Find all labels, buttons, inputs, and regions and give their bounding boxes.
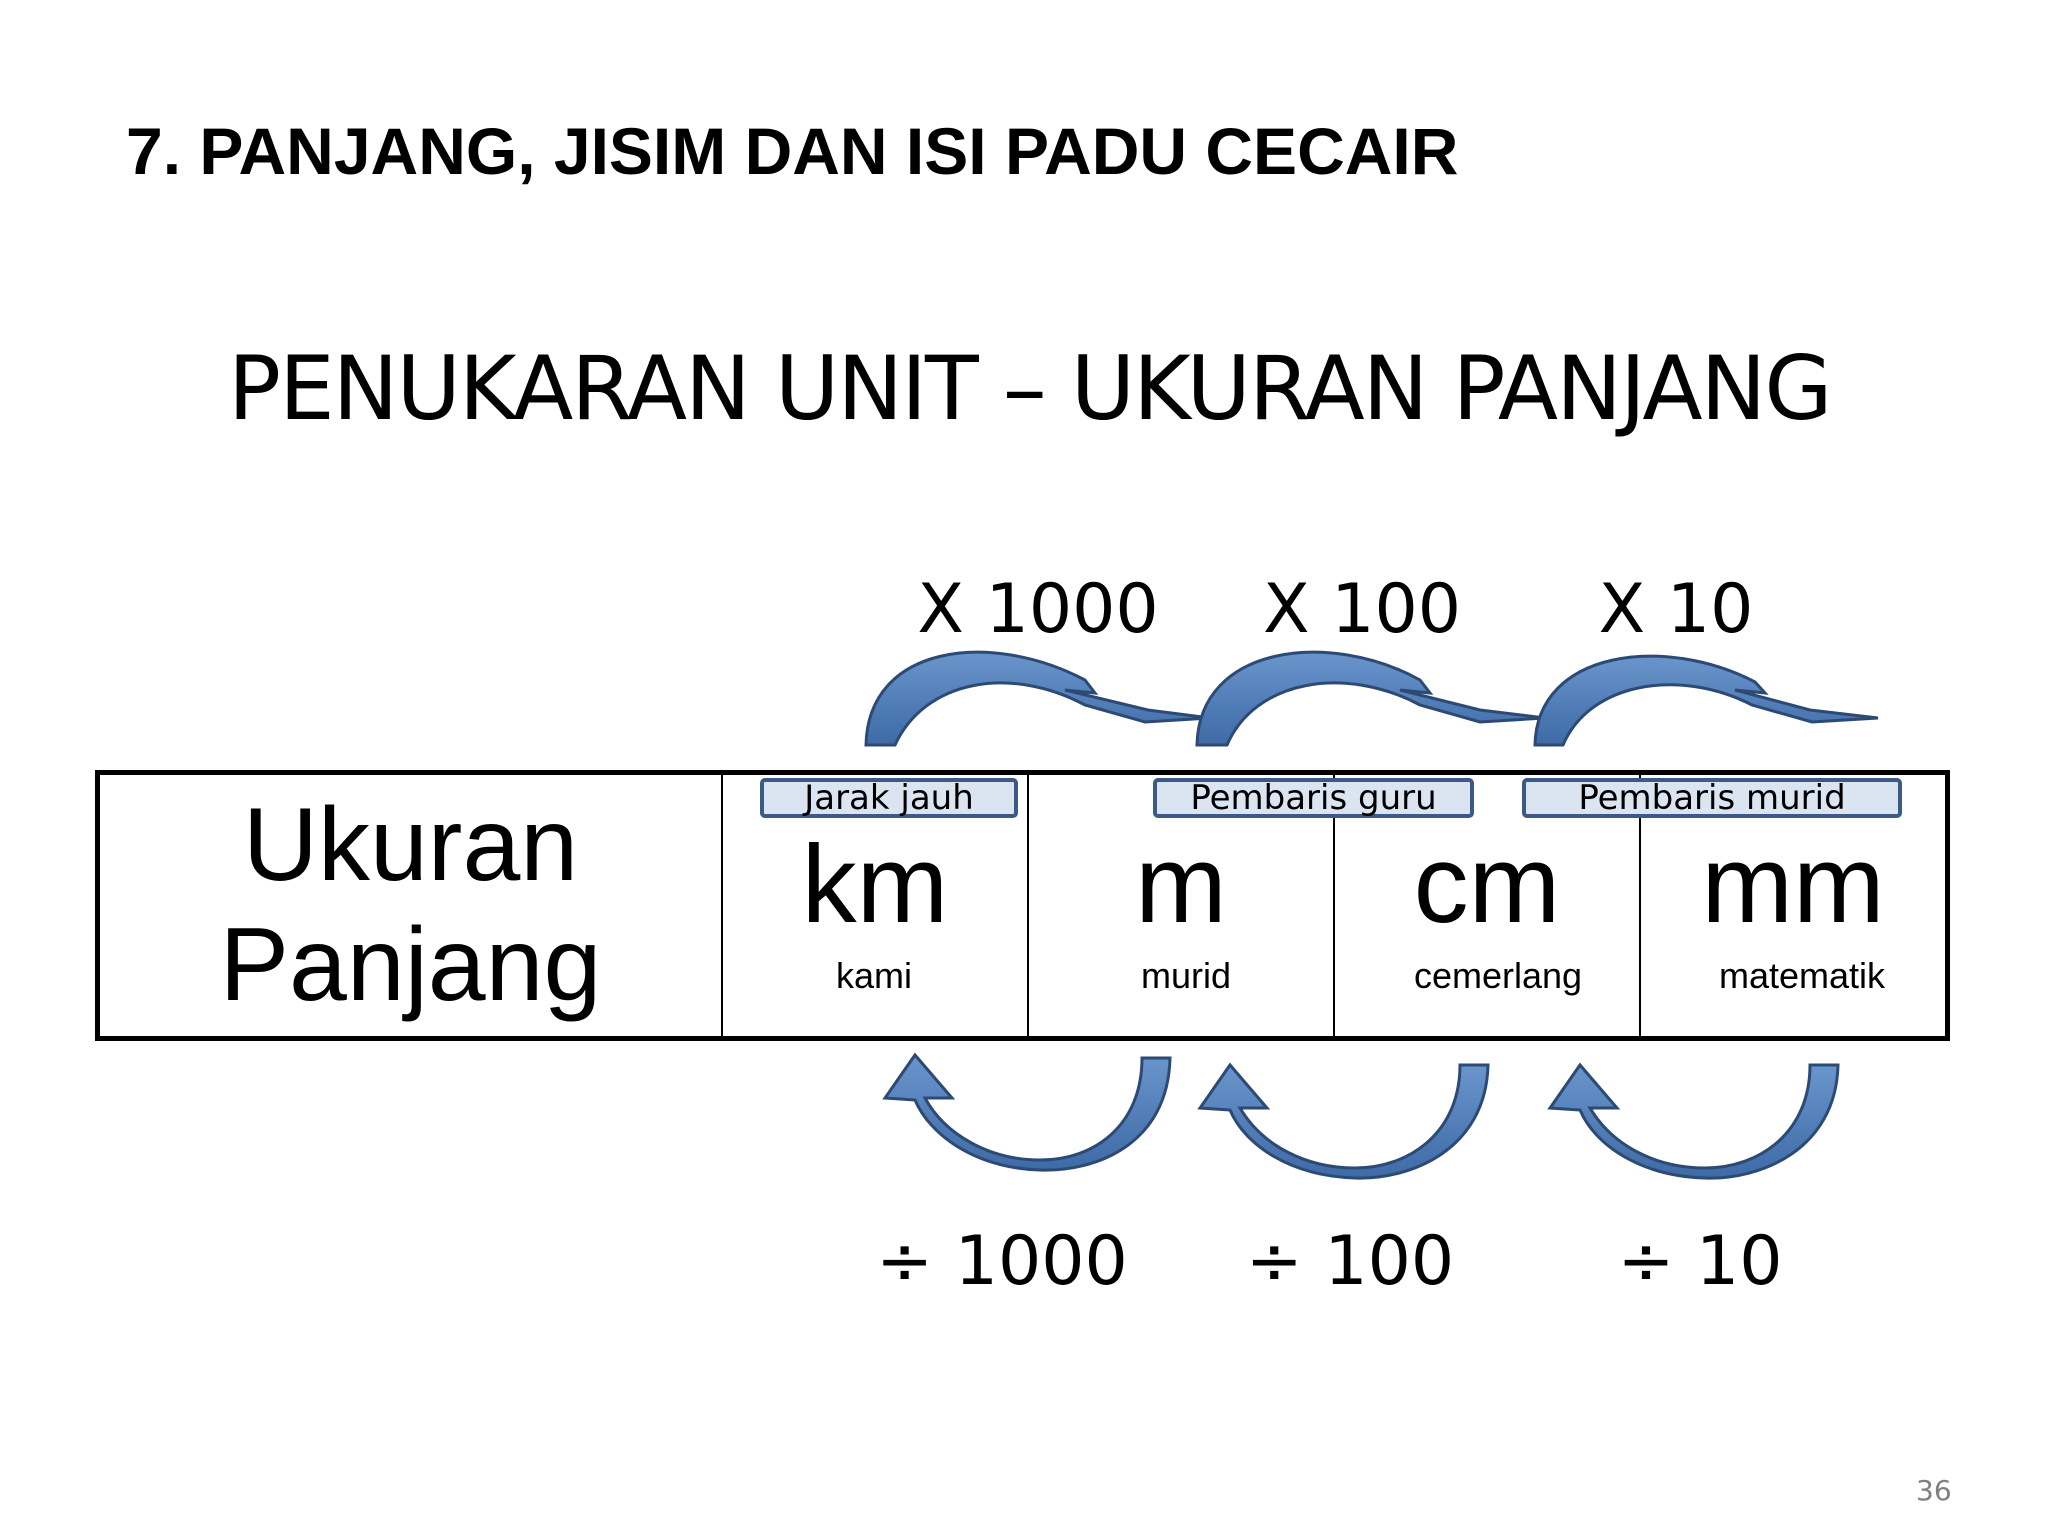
curved-arrow-right-icon xyxy=(1195,650,1546,747)
multiply-label-km-to-m: X 1000 xyxy=(917,570,1159,649)
curved-arrow-left-icon xyxy=(1197,1062,1490,1180)
unit-mnemonic-cm: cemerlang xyxy=(1413,955,1583,996)
header-line-1: Ukuran xyxy=(242,786,579,903)
curved-arrow-left-icon xyxy=(1547,1062,1840,1180)
table-header-text: Ukuran Panjang xyxy=(220,786,602,1025)
unit-cell-m: m xyxy=(1029,775,1335,1036)
curved-arrow-right-icon xyxy=(864,650,1211,747)
curved-arrow-left-icon xyxy=(882,1052,1172,1172)
table-header-cell: Ukuran Panjang xyxy=(100,775,723,1036)
divide-label-mm-to-cm: ÷ 10 xyxy=(1617,1222,1783,1301)
unit-mnemonic-km: kami xyxy=(835,955,912,996)
multiply-label-cm-to-mm: X 10 xyxy=(1598,570,1754,649)
slide-title: PENUKARAN UNIT – UKURAN PANJANG xyxy=(228,337,1833,440)
multiply-label-m-to-cm: X 100 xyxy=(1263,570,1461,649)
divide-label-m-to-km: ÷ 1000 xyxy=(876,1222,1128,1301)
page-number: 36 xyxy=(1916,1474,1952,1507)
tag-pembaris-murid: Pembaris murid xyxy=(1522,778,1902,818)
unit-symbol: cm xyxy=(1413,823,1561,946)
unit-cell-mm: mm xyxy=(1641,775,1945,1036)
divide-label-cm-to-m: ÷ 100 xyxy=(1245,1222,1455,1301)
unit-symbol: km xyxy=(801,823,949,946)
unit-symbol: m xyxy=(1135,823,1227,946)
unit-mnemonic-m: murid xyxy=(1140,955,1232,996)
section-title: 7. PANJANG, JISIM DAN ISI PADU CECAIR xyxy=(126,114,1459,188)
unit-cell-km: km xyxy=(723,775,1029,1036)
tag-jarak-jauh: Jarak jauh xyxy=(760,778,1018,818)
unit-symbol: mm xyxy=(1701,823,1885,946)
unit-mnemonic-mm: matematik xyxy=(1718,955,1886,996)
unit-cell-cm: cm xyxy=(1335,775,1641,1036)
unit-conversion-table: Ukuran Panjang km m cm mm xyxy=(95,770,1950,1041)
header-line-2: Panjang xyxy=(219,906,602,1023)
curved-arrow-right-icon xyxy=(1533,654,1879,747)
tag-pembaris-guru: Pembaris guru xyxy=(1153,778,1474,818)
